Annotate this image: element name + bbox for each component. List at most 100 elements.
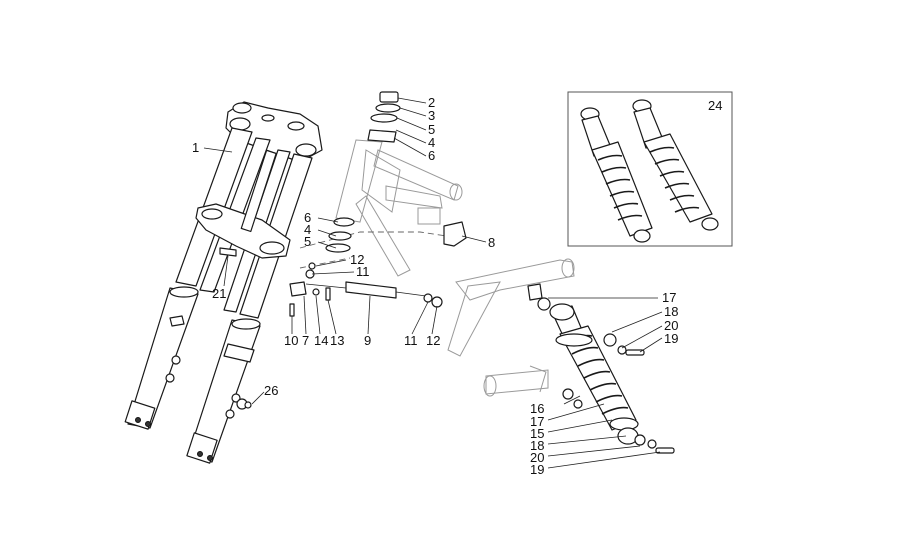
bolt bbox=[625, 349, 645, 356]
bearing-race bbox=[333, 217, 355, 227]
nut bbox=[617, 345, 627, 355]
frame-tube bbox=[385, 185, 443, 209]
damper-body bbox=[345, 281, 397, 299]
leader-lines bbox=[203, 97, 663, 469]
bolt bbox=[289, 303, 295, 317]
locking-ring bbox=[375, 103, 401, 113]
slider-bolt bbox=[165, 373, 175, 383]
nut bbox=[647, 439, 657, 449]
bolt bbox=[325, 287, 331, 301]
bearing bbox=[328, 231, 352, 241]
frame-tube bbox=[355, 195, 411, 277]
steering-stem bbox=[240, 149, 277, 233]
frame-dashed-outline bbox=[299, 231, 461, 249]
callout-4: 4 bbox=[304, 222, 311, 237]
callout-11: 11 bbox=[356, 264, 370, 279]
callout-3: 3 bbox=[428, 108, 435, 123]
nut bbox=[308, 262, 316, 270]
spring-seat bbox=[555, 333, 593, 347]
callout-1: 1 bbox=[192, 140, 199, 155]
mount-bolt bbox=[527, 283, 543, 301]
callout-11: 11 bbox=[404, 333, 418, 348]
frame-tube bbox=[373, 149, 459, 201]
callout-17: 17 bbox=[530, 414, 544, 429]
swing-arm bbox=[447, 258, 575, 397]
fork-cap bbox=[295, 143, 317, 157]
frame-head-ghost bbox=[299, 139, 463, 277]
front-fork-assembly bbox=[124, 101, 323, 464]
lower-clamp-bolt bbox=[201, 208, 223, 220]
frame-bracket bbox=[417, 207, 441, 225]
slider-top-ring bbox=[169, 286, 199, 298]
callout-10: 10 bbox=[284, 333, 298, 348]
bolt bbox=[655, 447, 675, 454]
callout-6: 6 bbox=[428, 148, 435, 163]
frame-gusset bbox=[361, 149, 401, 213]
damper-washer bbox=[431, 296, 443, 308]
inset-shock-left bbox=[591, 141, 653, 237]
washer bbox=[244, 401, 252, 409]
callout-12: 12 bbox=[350, 252, 364, 267]
shock-body bbox=[559, 325, 637, 431]
callout-7: 7 bbox=[302, 333, 309, 348]
slider-bolt bbox=[171, 355, 181, 365]
lower-bearing-stack bbox=[325, 217, 355, 253]
callout-6: 6 bbox=[304, 210, 311, 225]
callout-21: 21 bbox=[212, 286, 226, 301]
callout-16: 16 bbox=[530, 401, 544, 416]
callout-19: 19 bbox=[664, 331, 678, 346]
slider-bolt bbox=[231, 393, 241, 403]
washer bbox=[603, 333, 617, 347]
fork-pin bbox=[219, 247, 237, 257]
callout-2: 2 bbox=[428, 95, 435, 110]
washer bbox=[370, 113, 398, 123]
bushing bbox=[562, 388, 574, 400]
axle-bolt bbox=[135, 417, 141, 423]
bushing bbox=[573, 399, 583, 409]
steering-head-tube bbox=[335, 139, 383, 223]
callout-20: 20 bbox=[664, 318, 678, 333]
brake-caliper-mount bbox=[223, 343, 255, 363]
damper-end-nut bbox=[423, 293, 433, 303]
inset-box bbox=[567, 91, 733, 247]
callout-8: 8 bbox=[488, 235, 495, 250]
slider-bolt bbox=[225, 409, 235, 419]
washer bbox=[312, 288, 320, 296]
clamp-bolt bbox=[232, 102, 252, 114]
lower-clamp-bolt bbox=[259, 241, 285, 255]
clamp-bolt bbox=[287, 121, 305, 131]
washer bbox=[325, 243, 351, 253]
damper-clamp bbox=[289, 281, 307, 297]
callout-17: 17 bbox=[662, 290, 676, 305]
rear-shock-absorber bbox=[527, 283, 675, 454]
upper-bearing-stack bbox=[367, 91, 401, 143]
callout-labels: 1 2 3 5 4 6 6 4 5 8 12 11 21 10 7 14 13 … bbox=[192, 95, 722, 477]
callout-18: 18 bbox=[530, 438, 544, 453]
callout-24: 24 bbox=[708, 98, 722, 113]
callout-5: 5 bbox=[304, 234, 311, 249]
steering-damper-bracket bbox=[443, 221, 467, 247]
frame-tube-end bbox=[449, 183, 463, 201]
clamp-bolt bbox=[261, 114, 275, 122]
callout-14: 14 bbox=[314, 333, 328, 348]
callout-15: 15 bbox=[530, 426, 544, 441]
top-nut bbox=[379, 91, 399, 103]
callout-19: 19 bbox=[530, 462, 544, 477]
callout-13: 13 bbox=[330, 333, 344, 348]
callout-12: 12 bbox=[426, 333, 440, 348]
shock-top-mount bbox=[549, 303, 575, 321]
callout-5: 5 bbox=[428, 122, 435, 137]
callout-4: 4 bbox=[428, 135, 435, 150]
inset-shock-right bbox=[643, 133, 713, 223]
washer bbox=[634, 434, 646, 446]
brake-mount-lug bbox=[169, 315, 185, 327]
steering-damper bbox=[305, 281, 443, 308]
callout-18: 18 bbox=[664, 304, 678, 319]
bearing-race bbox=[367, 129, 397, 143]
inset-shock-pair bbox=[580, 99, 719, 243]
callout-9: 9 bbox=[364, 333, 371, 348]
axle-bolt bbox=[145, 421, 151, 427]
axle-bolt bbox=[207, 455, 213, 461]
slider-top-ring bbox=[231, 318, 261, 330]
